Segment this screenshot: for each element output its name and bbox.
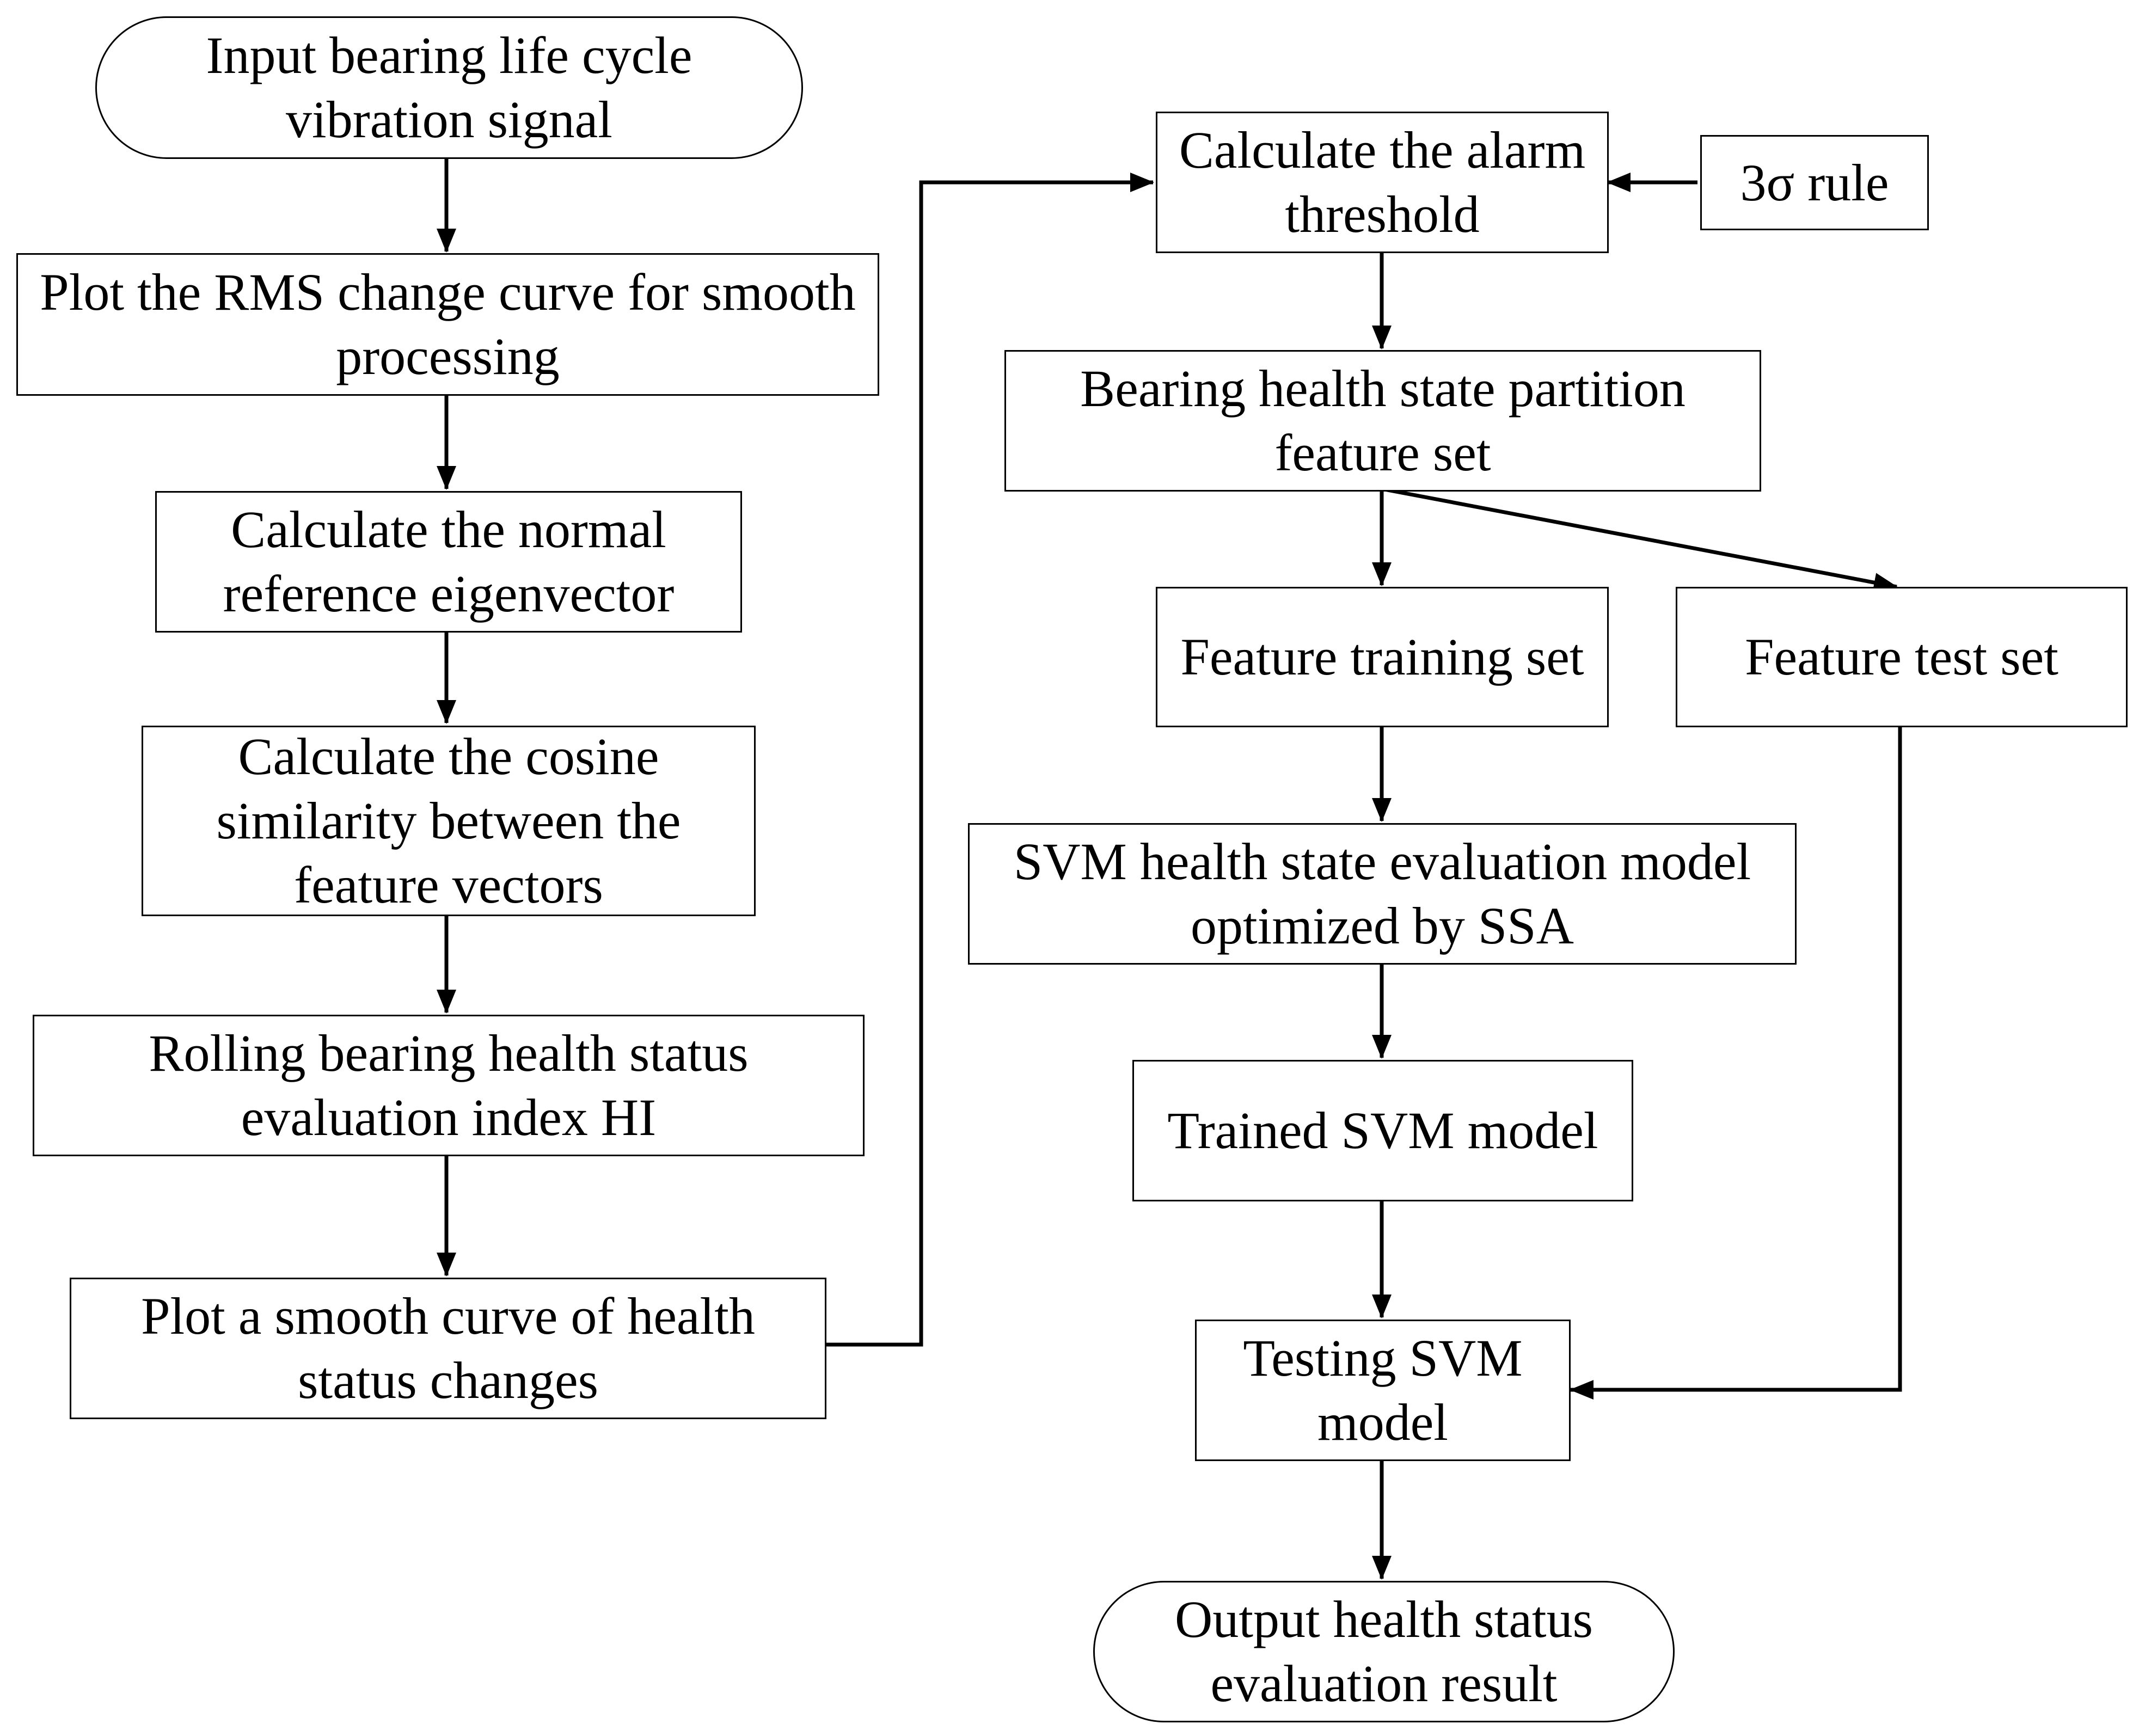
end-terminal-label: Output health status evaluation result xyxy=(1175,1590,1593,1713)
process-normal-reference: Calculate the normal reference eigenvect… xyxy=(155,491,742,633)
process-normal-reference-label: Calculate the normal reference eigenvect… xyxy=(223,500,675,623)
process-testing-svm-model: Testing SVM model xyxy=(1195,1320,1571,1461)
data-feature-test-set-label: Feature test set xyxy=(1745,628,2058,686)
process-plot-rms-label: Plot the RMS change curve for smooth pro… xyxy=(40,263,856,385)
process-cosine-similarity-label: Calculate the cosine similarity between … xyxy=(216,727,681,914)
process-svm-ssa-model: SVM health state evaluation model optimi… xyxy=(968,823,1797,965)
process-hi-index-label: Rolling bearing health status evaluation… xyxy=(149,1024,749,1146)
process-trained-svm-model-label: Trained SVM model xyxy=(1167,1101,1598,1160)
start-terminal-label: Input bearing life cycle vibration signa… xyxy=(206,26,692,149)
process-partition-feature-set: Bearing health state partition feature s… xyxy=(1004,350,1761,492)
process-smooth-curve-label: Plot a smooth curve of health status cha… xyxy=(141,1287,755,1409)
data-feature-training-set: Feature training set xyxy=(1156,587,1609,727)
arrow-test-set-to-testing-svm xyxy=(1570,726,1902,1400)
process-plot-rms: Plot the RMS change curve for smooth pro… xyxy=(16,253,879,396)
end-terminal: Output health status evaluation result xyxy=(1093,1581,1675,1722)
process-hi-index: Rolling bearing health status evaluation… xyxy=(33,1015,865,1156)
arrow-smooth-curve-to-alarm-threshold xyxy=(825,173,1154,1347)
rule-three-sigma-label: 3σ rule xyxy=(1740,153,1889,212)
process-partition-feature-set-label: Bearing health state partition feature s… xyxy=(1080,359,1686,482)
process-alarm-threshold: Calculate the alarm threshold xyxy=(1156,112,1609,253)
process-cosine-similarity: Calculate the cosine similarity between … xyxy=(142,726,756,916)
arrow-partition-to-test-set xyxy=(1381,487,1898,592)
process-svm-ssa-model-label: SVM health state evaluation model optimi… xyxy=(1013,832,1751,955)
process-alarm-threshold-label: Calculate the alarm threshold xyxy=(1179,121,1586,243)
process-trained-svm-model: Trained SVM model xyxy=(1132,1060,1633,1201)
start-terminal: Input bearing life cycle vibration signa… xyxy=(95,16,803,159)
data-feature-training-set-label: Feature training set xyxy=(1180,628,1584,686)
rule-three-sigma: 3σ rule xyxy=(1700,135,1929,230)
data-feature-test-set: Feature test set xyxy=(1676,587,2128,727)
process-testing-svm-model-label: Testing SVM model xyxy=(1243,1329,1523,1451)
process-smooth-curve: Plot a smooth curve of health status cha… xyxy=(70,1278,826,1419)
